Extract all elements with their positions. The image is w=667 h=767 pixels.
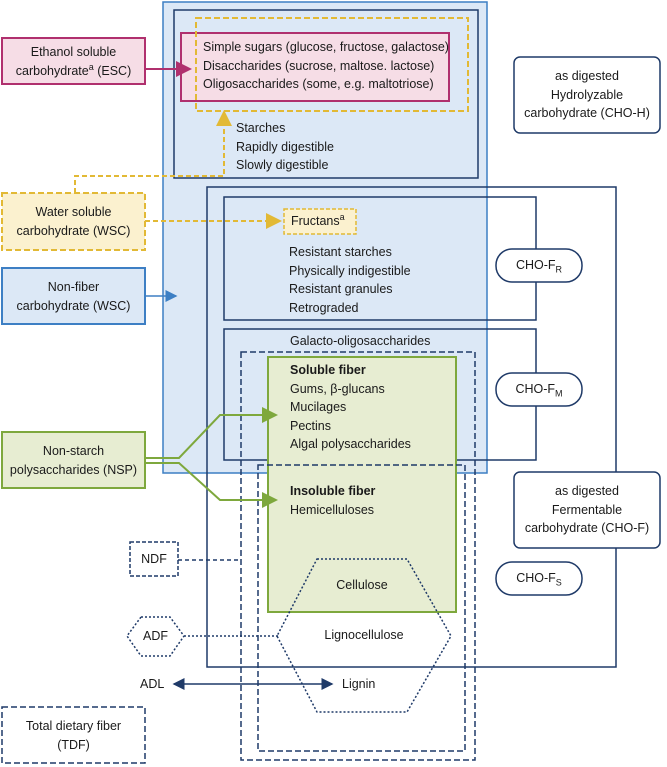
adf-hexagon bbox=[126, 616, 185, 657]
cho-fm-pill bbox=[495, 372, 583, 407]
lignocellulose-label: Lignocellulose bbox=[324, 628, 404, 642]
nfc-box bbox=[1, 267, 146, 325]
tdf-region bbox=[257, 464, 466, 752]
sugars-box bbox=[180, 32, 450, 102]
nsp-label: Non-starch polysaccharides (NSP) bbox=[9, 444, 138, 477]
tdf-box bbox=[1, 706, 146, 764]
wsc-box bbox=[1, 192, 146, 251]
tdf-label: Total dietary fiber (TDF) bbox=[25, 719, 122, 752]
fructans-box bbox=[283, 208, 357, 235]
cho-fr-pill bbox=[495, 248, 583, 283]
sugars-list: Simple sugars (glucose, fructose, galact… bbox=[203, 40, 449, 91]
fructans-label: Fructansa bbox=[291, 211, 345, 228]
cho-f-label-box bbox=[513, 471, 661, 549]
esc-label: Ethanol soluble carbohydratea (ESC) bbox=[15, 45, 132, 78]
lignin-label: Lignin bbox=[342, 677, 376, 691]
cho-h-label: as digested Hydrolyzable carbohydrate (C… bbox=[524, 69, 650, 120]
adf-label: ADF bbox=[143, 629, 168, 643]
lignocellulose-hexagon bbox=[276, 558, 452, 713]
insoluble-fiber-title: Insoluble fiber bbox=[290, 484, 376, 498]
soluble-fiber-list: Soluble fiber Gums, β-glucans Mucilages … bbox=[290, 363, 411, 451]
resistant-starches-list: Resistant starches Physically indigestib… bbox=[289, 245, 411, 315]
cho-h-box bbox=[173, 9, 479, 179]
ndf-box bbox=[129, 541, 179, 577]
cho-fr-label: CHO-FR bbox=[515, 258, 563, 275]
soluble-fiber-title: Soluble fiber bbox=[290, 363, 366, 377]
wsc-region bbox=[195, 17, 469, 112]
wsc-label: Water soluble carbohydrate (WSC) bbox=[16, 205, 131, 238]
nsp-box bbox=[1, 431, 146, 489]
cho-f-box bbox=[206, 186, 617, 668]
ndf-region bbox=[240, 351, 476, 761]
starches-list: Starches Rapidly digestible Slowly diges… bbox=[236, 121, 334, 172]
cho-h-label-box bbox=[513, 56, 661, 134]
nsp-arrow-insoluble bbox=[145, 462, 278, 508]
adl-label: ADL bbox=[140, 677, 165, 691]
cho-f-label: as digested Fermentable carbohydrate (CH… bbox=[524, 484, 650, 535]
cellulose-label: Cellulose bbox=[336, 578, 388, 592]
galacto-oligosaccharides-label: Galacto-oligosaccharides bbox=[290, 334, 431, 348]
esc-box bbox=[1, 37, 146, 85]
cho-fm-label: CHO-FM bbox=[515, 382, 563, 399]
cho-fs-label: CHO-FS bbox=[516, 571, 562, 588]
nfc-label: Non-fiber carbohydrate (WSC) bbox=[16, 280, 131, 313]
fiber-green-box bbox=[267, 356, 457, 613]
insoluble-fiber-list: Insoluble fiber Hemicelluloses bbox=[290, 484, 376, 517]
nsp-arrow-soluble bbox=[145, 407, 278, 459]
cho-fs-pill bbox=[495, 561, 583, 596]
ndf-label: NDF bbox=[141, 552, 167, 566]
wsc-arrow-up bbox=[74, 110, 232, 193]
